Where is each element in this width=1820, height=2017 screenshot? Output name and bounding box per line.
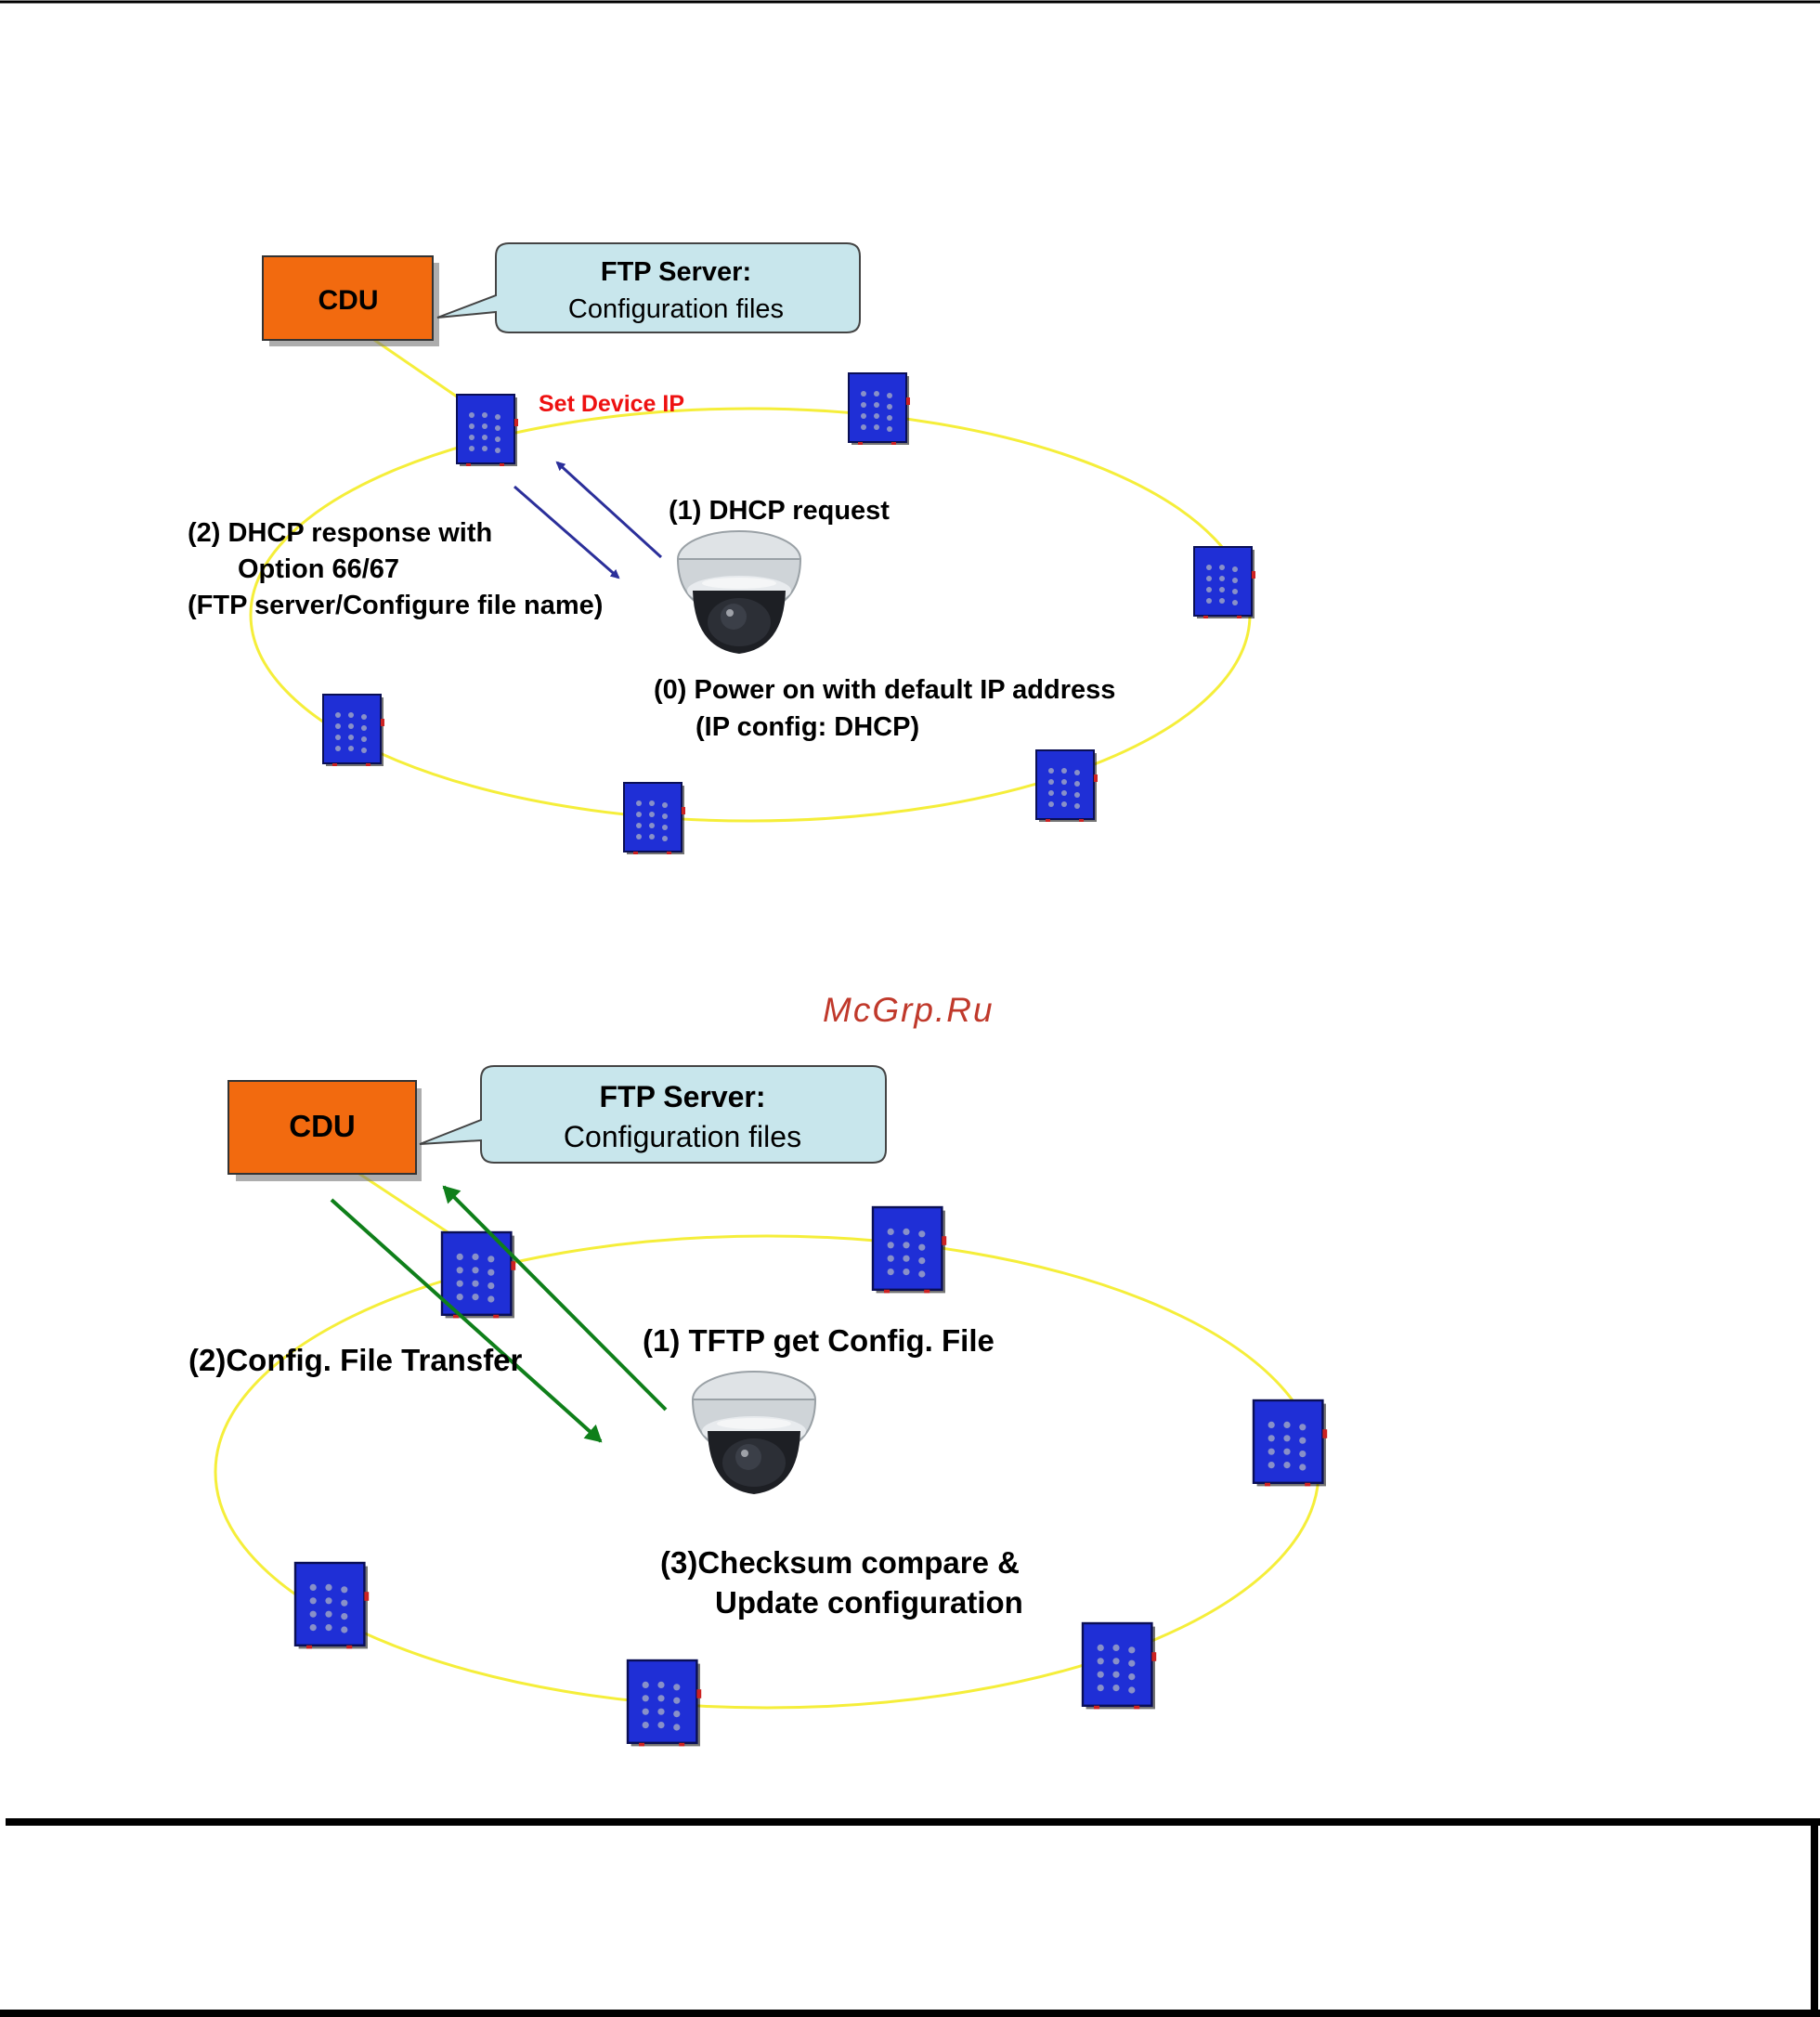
callout-title: FTP Server:	[599, 1080, 765, 1113]
step1-label: (1) DHCP request	[669, 496, 890, 526]
device-left	[293, 1561, 370, 1650]
cdu-label: CDU	[318, 285, 379, 316]
device-bottom	[626, 1659, 703, 1748]
diagram-config-transfer: CDU FTP Server: Configuration files (1) …	[188, 1065, 1329, 1748]
footer-frame	[0, 1818, 1820, 2017]
arrow-tftp-get	[442, 1185, 668, 1412]
step2-line3: (FTP server/Configure file name)	[188, 591, 603, 620]
step0-line2: (IP config: DHCP)	[696, 712, 919, 742]
step2-line1: (2) DHCP response with	[188, 518, 492, 548]
camera	[692, 1371, 816, 1495]
device-right	[1252, 1399, 1329, 1488]
step2-line2: Option 66/67	[238, 554, 399, 584]
callout-title: FTP Server:	[601, 257, 751, 287]
cdu-label: CDU	[289, 1109, 356, 1143]
device-left	[322, 694, 385, 767]
device-right	[1193, 546, 1256, 619]
set-device-ip-label: Set Device IP	[539, 391, 684, 417]
device-top-right	[871, 1205, 948, 1295]
device-bottom-right	[1035, 749, 1098, 823]
ftp-server-callout: FTP Server: Configuration files	[436, 242, 861, 333]
camera	[677, 530, 801, 655]
step1-label: (1) TFTP get Config. File	[643, 1323, 994, 1358]
arrow-dhcp-response	[514, 485, 620, 579]
arrow-file-transfer	[330, 1198, 603, 1443]
step3-line2: Update configuration	[715, 1585, 1023, 1620]
ftp-server-callout: FTP Server: Configuration files	[419, 1065, 887, 1164]
cdu-link	[373, 338, 470, 407]
device-top-right	[848, 372, 911, 446]
watermark: McGrp.Ru	[823, 991, 994, 1029]
device-bottom-right	[1081, 1621, 1158, 1711]
cdu-box: CDU	[228, 1080, 422, 1181]
device-top-left	[456, 394, 519, 467]
step2-label: (2)Config. File Transfer	[188, 1343, 523, 1377]
arrow-dhcp-request	[555, 461, 663, 559]
callout-subtitle: Configuration files	[564, 1120, 801, 1153]
diagram-dhcp-option: CDU FTP Server: Configuration files Set …	[188, 242, 1256, 855]
cdu-box: CDU	[262, 255, 439, 346]
callout-subtitle: Configuration files	[568, 294, 784, 324]
device-bottom	[623, 782, 686, 855]
step3-line1: (3)Checksum compare &	[660, 1545, 1020, 1580]
step0-line1: (0) Power on with default IP address	[654, 675, 1115, 705]
